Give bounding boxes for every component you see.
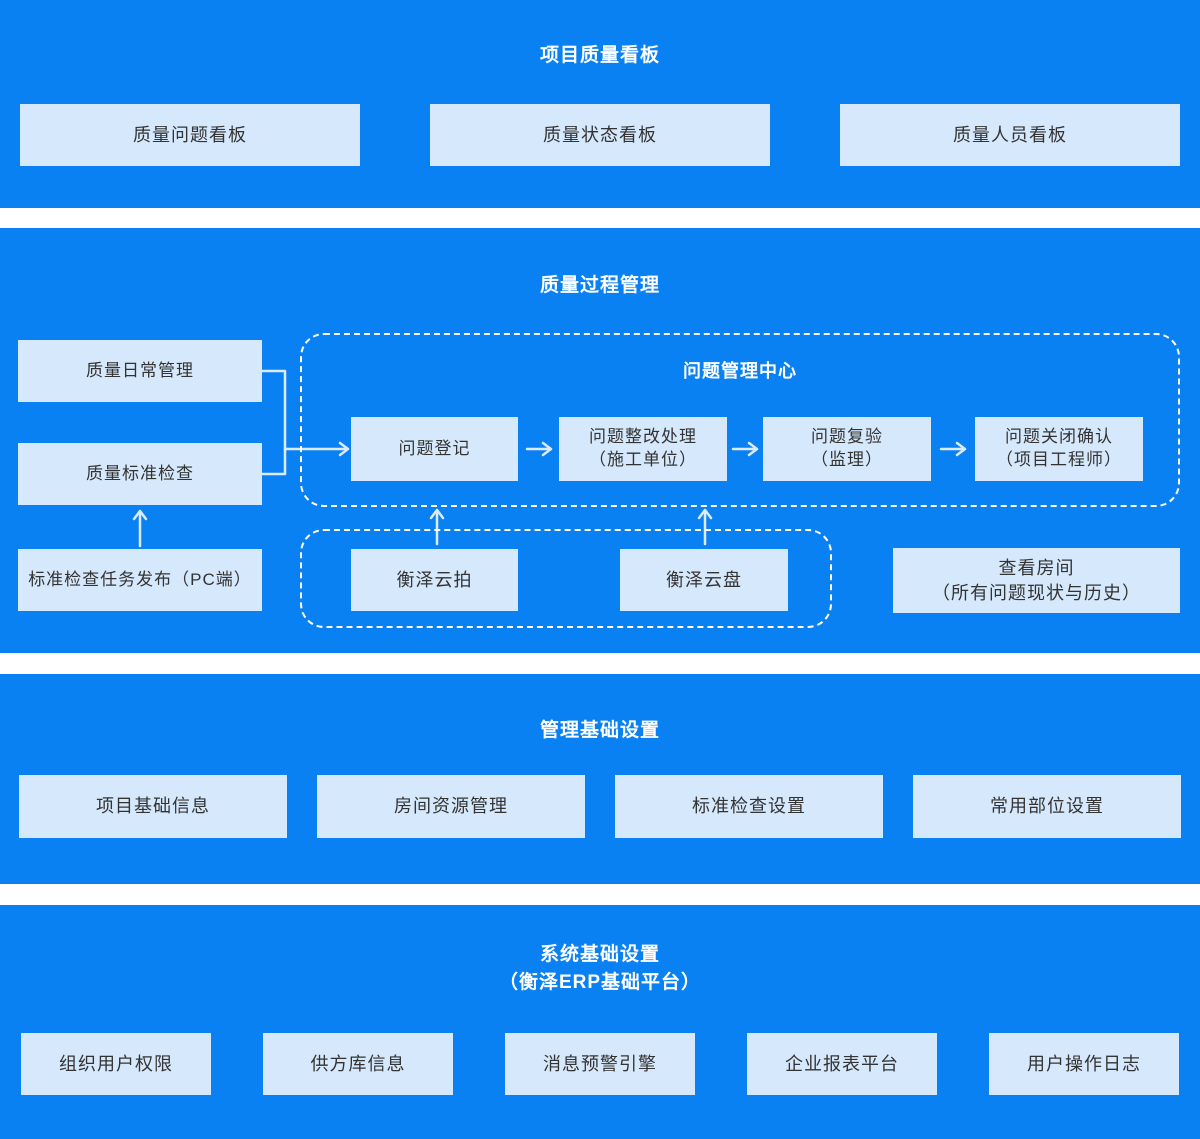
box-issue-close-confirm: 问题关闭确认 （项目工程师）	[975, 417, 1143, 481]
up-arrow-icon	[132, 509, 148, 548]
box-hengze-cloud-photo: 衡泽云拍	[351, 549, 518, 611]
box-supplier-library: 供方库信息	[263, 1033, 453, 1095]
tools-container	[300, 529, 832, 628]
dashboard-box-row: 质量问题看板 质量状态看板 质量人员看板	[0, 104, 1200, 166]
system-box-row: 组织用户权限 供方库信息 消息预警引擎 企业报表平台 用户操作日志	[0, 1033, 1200, 1095]
merge-bracket-connector	[259, 369, 287, 476]
section-system-basic-settings: 系统基础设置 （衡泽ERP基础平台） 组织用户权限 供方库信息 消息预警引擎 企…	[0, 905, 1200, 1139]
box-issue-recheck: 问题复验 （监理）	[763, 417, 931, 481]
management-box-row: 项目基础信息 房间资源管理 标准检查设置 常用部位设置	[0, 775, 1200, 838]
box-issue-rectification: 问题整改处理 （施工单位）	[559, 417, 727, 481]
box-quality-staff-board: 质量人员看板	[840, 104, 1180, 166]
section-project-quality-dashboard: 项目质量看板 质量问题看板 质量状态看板 质量人员看板	[0, 0, 1200, 208]
box-view-rooms: 查看房间 （所有问题现状与历史）	[893, 548, 1180, 613]
section-title: 项目质量看板	[539, 45, 660, 66]
box-enterprise-report: 企业报表平台	[747, 1033, 937, 1095]
box-hengze-cloud-disk: 衡泽云盘	[620, 549, 788, 611]
box-quality-issue-board: 质量问题看板	[20, 104, 360, 166]
section-title: 质量过程管理	[539, 275, 660, 296]
box-standard-check-task-publish: 标准检查任务发布（PC端）	[18, 549, 262, 611]
issue-management-center-container: 问题管理中心	[300, 333, 1180, 507]
box-org-user-permission: 组织用户权限	[21, 1033, 211, 1095]
box-common-position-config: 常用部位设置	[913, 775, 1181, 838]
section-title: 管理基础设置	[539, 720, 660, 741]
box-user-operation-log: 用户操作日志	[989, 1033, 1179, 1095]
box-project-basic-info: 项目基础信息	[19, 775, 287, 838]
box-room-resource-mgmt: 房间资源管理	[317, 775, 585, 838]
box-quality-standard-check: 质量标准检查	[18, 443, 262, 505]
issue-center-label: 问题管理中心	[683, 361, 797, 381]
box-message-alert-engine: 消息预警引擎	[505, 1033, 695, 1095]
section-quality-process-management: 质量过程管理	[0, 228, 1200, 653]
section-title: 系统基础设置 （衡泽ERP基础平台）	[498, 944, 702, 993]
box-standard-check-config: 标准检查设置	[615, 775, 883, 838]
section-management-basic-settings: 管理基础设置 项目基础信息 房间资源管理 标准检查设置 常用部位设置	[0, 674, 1200, 884]
box-quality-status-board: 质量状态看板	[430, 104, 770, 166]
box-daily-quality-management: 质量日常管理	[18, 340, 262, 402]
box-issue-register: 问题登记	[351, 417, 518, 481]
